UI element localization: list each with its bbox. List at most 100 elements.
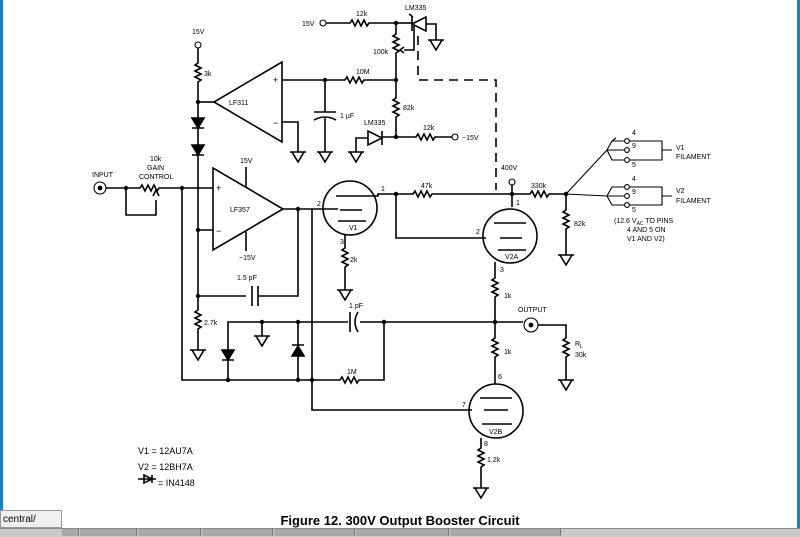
label-neg15v-opamp: −15V: [239, 255, 256, 262]
resistor-12k-mid: [396, 132, 452, 142]
resistor-10m: [325, 75, 396, 85]
thermal-coupling-dashed: [417, 36, 497, 190]
taskbar-segment[interactable]: [202, 529, 273, 536]
terminal-fil2-5: [624, 202, 630, 208]
label-filament2: FILAMENT: [676, 198, 711, 205]
label-v2a-pin2: 2: [476, 229, 480, 236]
terminal-fil1-5: [624, 157, 630, 163]
capacitor-15pf: [251, 286, 259, 306]
diode-d2: [290, 322, 306, 380]
svg-text:−: −: [273, 118, 278, 128]
label-lm335-top: LM335: [405, 5, 427, 12]
window-border-right: [797, 0, 800, 536]
tube-v2a: [482, 208, 538, 264]
capacitor-1uf: [313, 80, 337, 152]
opamp-lf311: [212, 60, 283, 144]
label-100k: 100k: [373, 49, 389, 56]
label-gain: GAIN: [147, 165, 164, 172]
terminal-15v-top: [319, 19, 327, 27]
gain-control-pot[interactable]: [126, 183, 182, 193]
taskbar-segment[interactable]: [274, 529, 355, 536]
ground-lf311: [282, 121, 306, 164]
label-lm335-mid: LM335: [364, 120, 386, 127]
label-15pf: 1.5 pF: [237, 275, 257, 282]
ground-diode-node: [254, 322, 270, 348]
resistor-82k-right: [558, 194, 574, 267]
label-fil2-9: 9: [632, 189, 636, 196]
svg-text:+: +: [216, 183, 221, 193]
tube-v2b: [468, 383, 524, 439]
label-lf357: LF357: [230, 207, 250, 214]
label-v2a: V2A: [505, 254, 519, 261]
taskbar-segment[interactable]: [80, 529, 137, 536]
label-v2b-pin8: 8: [484, 441, 488, 448]
label-1uf: 1 µF: [340, 113, 354, 120]
label-15v-left: 15V: [192, 29, 205, 36]
label-12k-mid: 12k: [423, 125, 435, 132]
taskbar-segment[interactable]: [138, 529, 201, 536]
label-12k-top: 12k: [356, 11, 368, 18]
terminal-neg15v-mid: [451, 133, 459, 141]
terminal-15v-left: [194, 41, 202, 49]
resistor-1k-lower: [490, 322, 500, 384]
label-1m: 1M: [347, 369, 357, 376]
label-filament1: FILAMENT: [676, 154, 711, 161]
label-330k: 330k: [531, 183, 547, 190]
label-v1: V1: [349, 225, 358, 232]
label-30k: 30k: [575, 352, 587, 359]
resistor-330k: [512, 189, 566, 199]
legend-v1: V1 = 12AU7A: [138, 446, 193, 456]
filament-note-line3: V1 AND V2): [627, 236, 665, 243]
tube-v1: [322, 180, 378, 236]
legend-v2: V2 = 12BH7A: [138, 462, 193, 472]
label-neg15v-mid: −15V: [462, 135, 479, 142]
opamp-lf357: [212, 166, 285, 252]
label-82k-mid: 82k: [403, 105, 415, 112]
label-47k: 47k: [421, 183, 433, 190]
label-input: INPUT: [92, 172, 114, 179]
label-1k-upper: 1k: [504, 293, 512, 300]
resistor-27k: [190, 296, 206, 362]
resistor-12k-top: [326, 18, 396, 28]
label-gain-10k: 10k: [150, 156, 162, 163]
component-legend: V1 = 12AU7A V2 = 12BH7A = IN4148: [138, 443, 195, 491]
label-82k-right: 82k: [574, 221, 586, 228]
figure-caption: Figure 12. 300V Output Booster Circuit: [280, 513, 520, 528]
resistor-1k-upper: [490, 262, 500, 322]
ground-lm335-mid: [348, 151, 364, 164]
ground-lm335-top: [428, 39, 444, 52]
label-v2b-pin7: 7: [462, 402, 466, 409]
resistor-47k: [396, 189, 512, 199]
label-27k: 2.7k: [204, 320, 218, 327]
terminal-400v: [508, 178, 516, 186]
window-border-left: [0, 0, 3, 536]
label-fil2-5: 5: [632, 207, 636, 214]
label-fil1-4: 4: [632, 130, 636, 137]
label-fil1-9: 9: [632, 143, 636, 150]
resistor-2k: [337, 234, 353, 302]
legend-diode-icon: [138, 473, 156, 485]
label-fil2-4: 4: [632, 176, 636, 183]
resistor-12k-bottom: [473, 438, 489, 500]
label-v1-filament-title: V1: [676, 145, 685, 152]
taskbar-segment[interactable]: [62, 529, 79, 536]
label-15v-top: 15V: [302, 21, 315, 28]
label-1k-lower: 1k: [504, 349, 512, 356]
label-v1-pin2: 2: [317, 201, 321, 208]
taskbar-segment[interactable]: [356, 529, 449, 536]
label-3k: 3k: [204, 71, 212, 78]
label-control: CONTROL: [139, 174, 173, 181]
capacitor-1pf: [349, 311, 359, 333]
resistor-rl-30k: [538, 324, 574, 392]
taskbar-tab[interactable]: central/: [0, 510, 62, 528]
taskbar-segment[interactable]: [450, 529, 561, 536]
label-10m: 10M: [356, 69, 370, 76]
label-v1-pin3: 3: [340, 239, 344, 246]
label-output: OUTPUT: [518, 307, 548, 314]
label-rl: RL: [575, 341, 583, 350]
ground-cap-1uf: [317, 151, 333, 164]
resistor-82k-mid: [391, 80, 401, 137]
label-lf311: LF311: [229, 100, 248, 107]
label-v2b-pin6: 6: [498, 374, 502, 381]
